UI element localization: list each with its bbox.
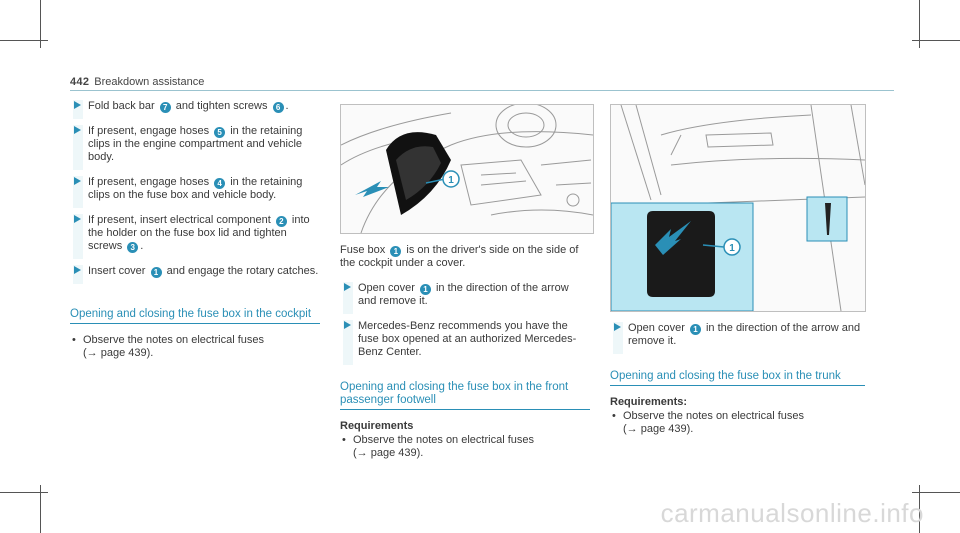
crop-mark xyxy=(912,492,960,493)
requirements-heading: Requirements: xyxy=(610,396,688,408)
figure-footwell-fuse-box: 1 xyxy=(610,104,866,312)
requirements-heading: Requirements xyxy=(340,420,414,432)
step-arrow-icon xyxy=(74,215,81,223)
step-arrow-icon xyxy=(614,323,621,331)
figure-callout-label: 1 xyxy=(729,243,735,254)
section-title-cockpit: Opening and closing the fuse box in the … xyxy=(70,308,320,324)
step-arrow-icon xyxy=(344,283,351,291)
crop-mark xyxy=(40,0,41,48)
page-reference-link[interactable]: (→ page 439). xyxy=(623,423,694,435)
callout-badge: 6 xyxy=(272,102,284,113)
header-section-title: Breakdown assistance xyxy=(94,76,205,88)
step-engage-hoses-fusebox: If present, engage hoses 4 in the retain… xyxy=(70,176,320,208)
crop-mark xyxy=(919,485,920,533)
callout-badge: 1 xyxy=(689,324,701,335)
column-left: Fold back bar 7 and tighten screws 6. If… xyxy=(70,100,320,360)
callout-badge: 4 xyxy=(214,178,226,189)
step-arrow-icon xyxy=(74,177,81,185)
callout-badge: 1 xyxy=(390,246,402,257)
column-right: Open cover 1 in the direction of the arr… xyxy=(610,322,865,436)
column-middle: Fuse box 1 is on the driver's side on th… xyxy=(340,244,590,460)
step-open-cover: Open cover 1 in the direction of the arr… xyxy=(340,282,590,314)
crop-mark xyxy=(40,485,41,533)
step-insert-cover: Insert cover 1 and engage the rotary cat… xyxy=(70,265,320,284)
page-number: 442 xyxy=(70,76,90,88)
bullet-electrical-fuses: Observe the notes on electrical fuses (→… xyxy=(70,334,320,360)
page-header: 442 Breakdown assistance xyxy=(70,76,204,88)
figure-callout-label: 1 xyxy=(448,175,454,186)
step-insert-component: If present, insert electrical component … xyxy=(70,214,320,259)
cockpit-illustration: 1 xyxy=(341,105,593,233)
callout-badge: 7 xyxy=(159,102,171,113)
bullet-electrical-fuses: Observe the notes on electrical fuses (→… xyxy=(610,410,865,436)
callout-badge: 5 xyxy=(214,127,226,138)
step-arrow-icon xyxy=(74,101,81,109)
crop-mark xyxy=(0,40,48,41)
step-recommendation: Mercedes-Benz recommends you have the fu… xyxy=(340,320,590,365)
bullet-electrical-fuses: Observe the notes on electrical fuses (→… xyxy=(340,434,590,460)
section-title-footwell: Opening and closing the fuse box in the … xyxy=(340,381,590,410)
watermark: carmanualsonline.info xyxy=(660,498,924,528)
step-engage-hoses-engine: If present, engage hoses 5 in the retain… xyxy=(70,125,320,170)
step-arrow-icon xyxy=(74,266,81,274)
step-open-cover: Open cover 1 in the direction of the arr… xyxy=(610,322,865,354)
figure-cockpit-fuse-box: 1 xyxy=(340,104,594,234)
callout-badge: 3 xyxy=(127,242,139,253)
crop-mark xyxy=(912,40,960,41)
callout-badge: 2 xyxy=(275,216,287,227)
crop-mark xyxy=(0,492,48,493)
step-arrow-icon xyxy=(74,126,81,134)
page-reference-link[interactable]: (→ page 439). xyxy=(83,347,154,359)
header-rule xyxy=(70,90,894,91)
step-fold-back-bar: Fold back bar 7 and tighten screws 6. xyxy=(70,100,320,119)
callout-badge: 1 xyxy=(419,284,431,295)
callout-badge: 1 xyxy=(150,267,162,278)
page-reference-link[interactable]: (→ page 439). xyxy=(353,447,424,459)
section-title-trunk: Opening and closing the fuse box in the … xyxy=(610,370,865,386)
figure-caption: Fuse box 1 is on the driver's side on th… xyxy=(340,244,579,269)
crop-mark xyxy=(919,0,920,48)
footwell-illustration: 1 xyxy=(611,105,865,311)
step-arrow-icon xyxy=(344,321,351,329)
